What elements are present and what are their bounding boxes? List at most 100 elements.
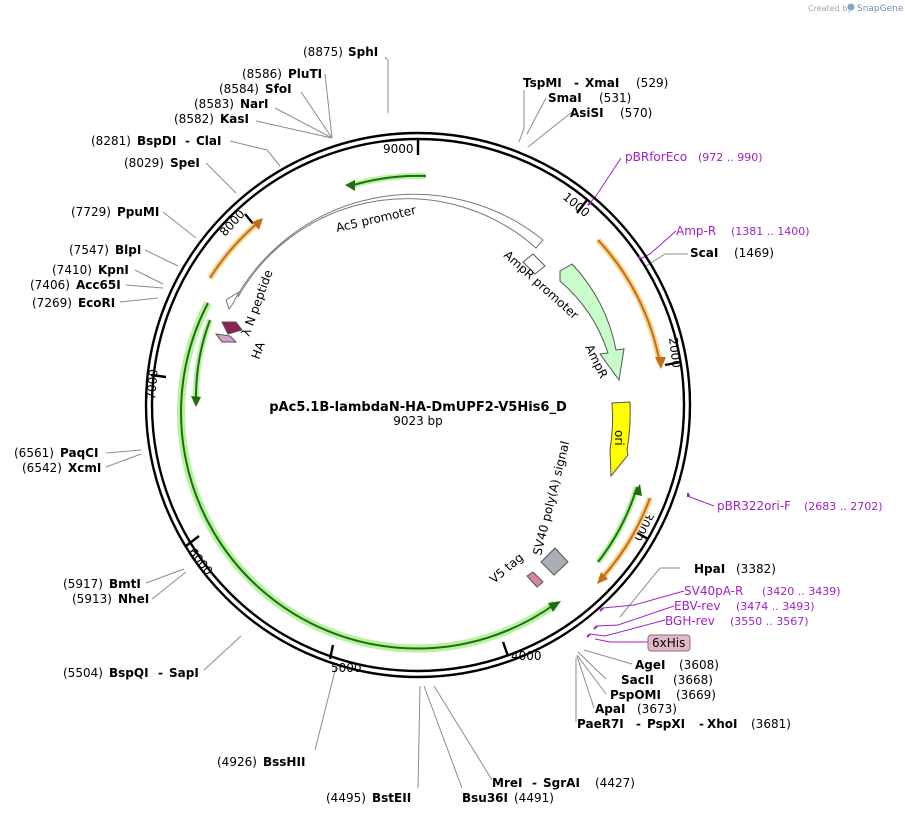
enzyme-apai: ApaI (3673) <box>595 702 677 716</box>
svg-text:(7269): (7269) <box>32 296 72 310</box>
svg-text:ScaI: ScaI <box>690 246 718 260</box>
svg-text:SacII: SacII <box>621 673 654 687</box>
sv40-polya-label: SV40 poly(A) signal <box>530 440 572 557</box>
ampr-promoter-feature <box>522 253 546 275</box>
svg-text:(8584): (8584) <box>219 82 259 96</box>
svg-text:EBV-rev: EBV-rev <box>674 599 720 613</box>
enzyme-bmti: (5917)BmtI <box>63 577 141 591</box>
enzyme-asisi: AsiSI(570) <box>570 106 652 120</box>
enzyme-kpni: (7410)KpnI <box>52 263 129 277</box>
svg-text:XhoI: XhoI <box>707 717 738 731</box>
svg-text:SgrAI: SgrAI <box>543 776 580 790</box>
svg-text:(7410): (7410) <box>52 263 92 277</box>
svg-text:-: - <box>636 717 641 731</box>
tick-2000: 2000 <box>666 337 684 369</box>
plasmid-length: 9023 bp <box>393 414 443 428</box>
svg-text:SmaI: SmaI <box>548 91 582 105</box>
enzyme-xcmi: (6542)XcmI <box>22 461 101 475</box>
primer-leader-lines <box>587 157 715 643</box>
ha-feature <box>214 333 238 343</box>
svg-text:AsiSI: AsiSI <box>570 106 604 120</box>
orf-arcs <box>177 172 642 653</box>
svg-text:PspXI: PspXI <box>647 717 685 731</box>
enzyme-bsu36i: Bsu36I(4491) <box>462 791 554 805</box>
svg-text:(4491): (4491) <box>514 791 554 805</box>
primer-ebv-rev: EBV-rev (3474 .. 3493) <box>674 599 815 613</box>
svg-text:(6542): (6542) <box>22 461 62 475</box>
v5-tag-feature <box>526 571 544 588</box>
primer-labels: pBRforEco (972 .. 990) Amp-R(1381 .. 1400… <box>625 150 883 628</box>
svg-text:PaeR7I: PaeR7I <box>577 717 624 731</box>
v5-tag-label: V5 tag <box>487 550 526 586</box>
enzyme-scai: ScaI (1469) <box>690 246 774 260</box>
enzyme-kasi: (8582)KasI <box>174 112 249 126</box>
enzyme-labels-right: Bsu36I(4491) MreI-SgrAI(4427) TspMI-XmaI… <box>462 76 791 805</box>
svg-text:(7406): (7406) <box>30 278 70 292</box>
his6-label: 6xHis <box>652 636 685 650</box>
ori-feature <box>609 401 631 478</box>
svg-text:(4427): (4427) <box>595 776 635 790</box>
enzyme-leader-lines <box>105 56 688 789</box>
enzyme-agei: AgeI(3608) <box>635 658 719 672</box>
svg-text:(531): (531) <box>599 91 631 105</box>
svg-text:-: - <box>158 666 163 680</box>
svg-text:TspMI: TspMI <box>523 76 562 90</box>
orange-arc3-arrow-icon <box>252 218 263 230</box>
svg-text:(7547): (7547) <box>69 243 109 257</box>
enzyme-bspdi-clai: (8281)BspDI-ClaI <box>91 134 221 148</box>
svg-text:(3673): (3673) <box>637 702 677 716</box>
svg-text:(1381 .. 1400): (1381 .. 1400) <box>731 225 810 238</box>
svg-text:(8582): (8582) <box>174 112 214 126</box>
svg-text:EcoRI: EcoRI <box>78 296 115 310</box>
enzyme-pspomi: PspOMI(3669) <box>610 688 716 702</box>
svg-text:pBRforEco: pBRforEco <box>625 150 687 164</box>
enzyme-ppumi: (7729)PpuMI <box>71 205 159 219</box>
lambda-n-label: λ N peptide <box>239 268 276 338</box>
svg-text:BmtI: BmtI <box>109 577 141 591</box>
svg-text:Acc65I: Acc65I <box>76 278 121 292</box>
primer-bgh-rev: BGH-rev(3550 .. 3567) <box>665 614 809 628</box>
his6-feature: 6xHis <box>647 634 691 652</box>
svg-text:SpeI: SpeI <box>170 156 200 170</box>
enzyme-tspmi-xmai: TspMI-XmaI(529) <box>523 76 668 90</box>
plasmid-name: pAc5.1B-lambdaN-HA-DmUPF2-V5His6_D <box>269 400 567 415</box>
primer-site-marks <box>586 201 689 638</box>
enzyme-sacii: SacII(3668) <box>621 673 713 687</box>
svg-text:(3474 .. 3493): (3474 .. 3493) <box>736 600 815 613</box>
svg-text:PspOMI: PspOMI <box>610 688 661 702</box>
orf-left-arrow-icon <box>191 396 201 407</box>
svg-text:(5504): (5504) <box>63 666 103 680</box>
ampr-feature <box>559 263 625 382</box>
enzyme-paqci: (6561)PaqCI <box>14 446 98 460</box>
svg-text:-: - <box>185 134 190 148</box>
svg-text:(1469): (1469) <box>734 246 774 260</box>
orange-arc-arrow-icon <box>655 357 666 369</box>
orange-arcs <box>207 218 666 584</box>
enzyme-labels-left: (8875)SphI (8586)PluTI (8584)SfoI (8583)… <box>14 45 411 805</box>
primer-amp-r: Amp-R(1381 .. 1400) <box>676 224 810 238</box>
svg-text:ApaI: ApaI <box>595 702 625 716</box>
svg-text:SapI: SapI <box>169 666 199 680</box>
primer-sv40pa-r: SV40pA-R(3420 .. 3439) <box>684 584 841 598</box>
enzyme-ecori: (7269) EcoRI <box>32 296 115 310</box>
svg-text:HpaI: HpaI <box>694 562 725 576</box>
svg-text:-: - <box>532 776 537 790</box>
enzyme-nhei: (5913)NheI <box>72 592 149 606</box>
svg-text:(3550 .. 3567): (3550 .. 3567) <box>730 615 809 628</box>
enzyme-pluti: (8586)PluTI <box>242 67 322 81</box>
svg-text:(972 .. 990): (972 .. 990) <box>698 151 763 164</box>
credit-brand: SnapGene <box>857 4 904 14</box>
svg-text:(3382): (3382) <box>736 562 776 576</box>
enzyme-bspqi-sapi: (5504)BspQI-SapI <box>63 666 199 680</box>
svg-text:pBR322ori-F: pBR322ori-F <box>717 499 791 513</box>
enzyme-smai: SmaI (531) <box>548 91 631 105</box>
svg-text:BlpI: BlpI <box>115 243 141 257</box>
ori-label: ori <box>612 430 626 446</box>
enzyme-blpi: (7547) BlpI <box>69 243 141 257</box>
svg-text:(3681): (3681) <box>751 717 791 731</box>
svg-text:XmaI: XmaI <box>585 76 619 90</box>
svg-text:SphI: SphI <box>348 45 378 59</box>
enzyme-bsteii: (4495)BstEII <box>326 791 411 805</box>
svg-text:NheI: NheI <box>118 592 149 606</box>
svg-text:(7729): (7729) <box>71 205 111 219</box>
